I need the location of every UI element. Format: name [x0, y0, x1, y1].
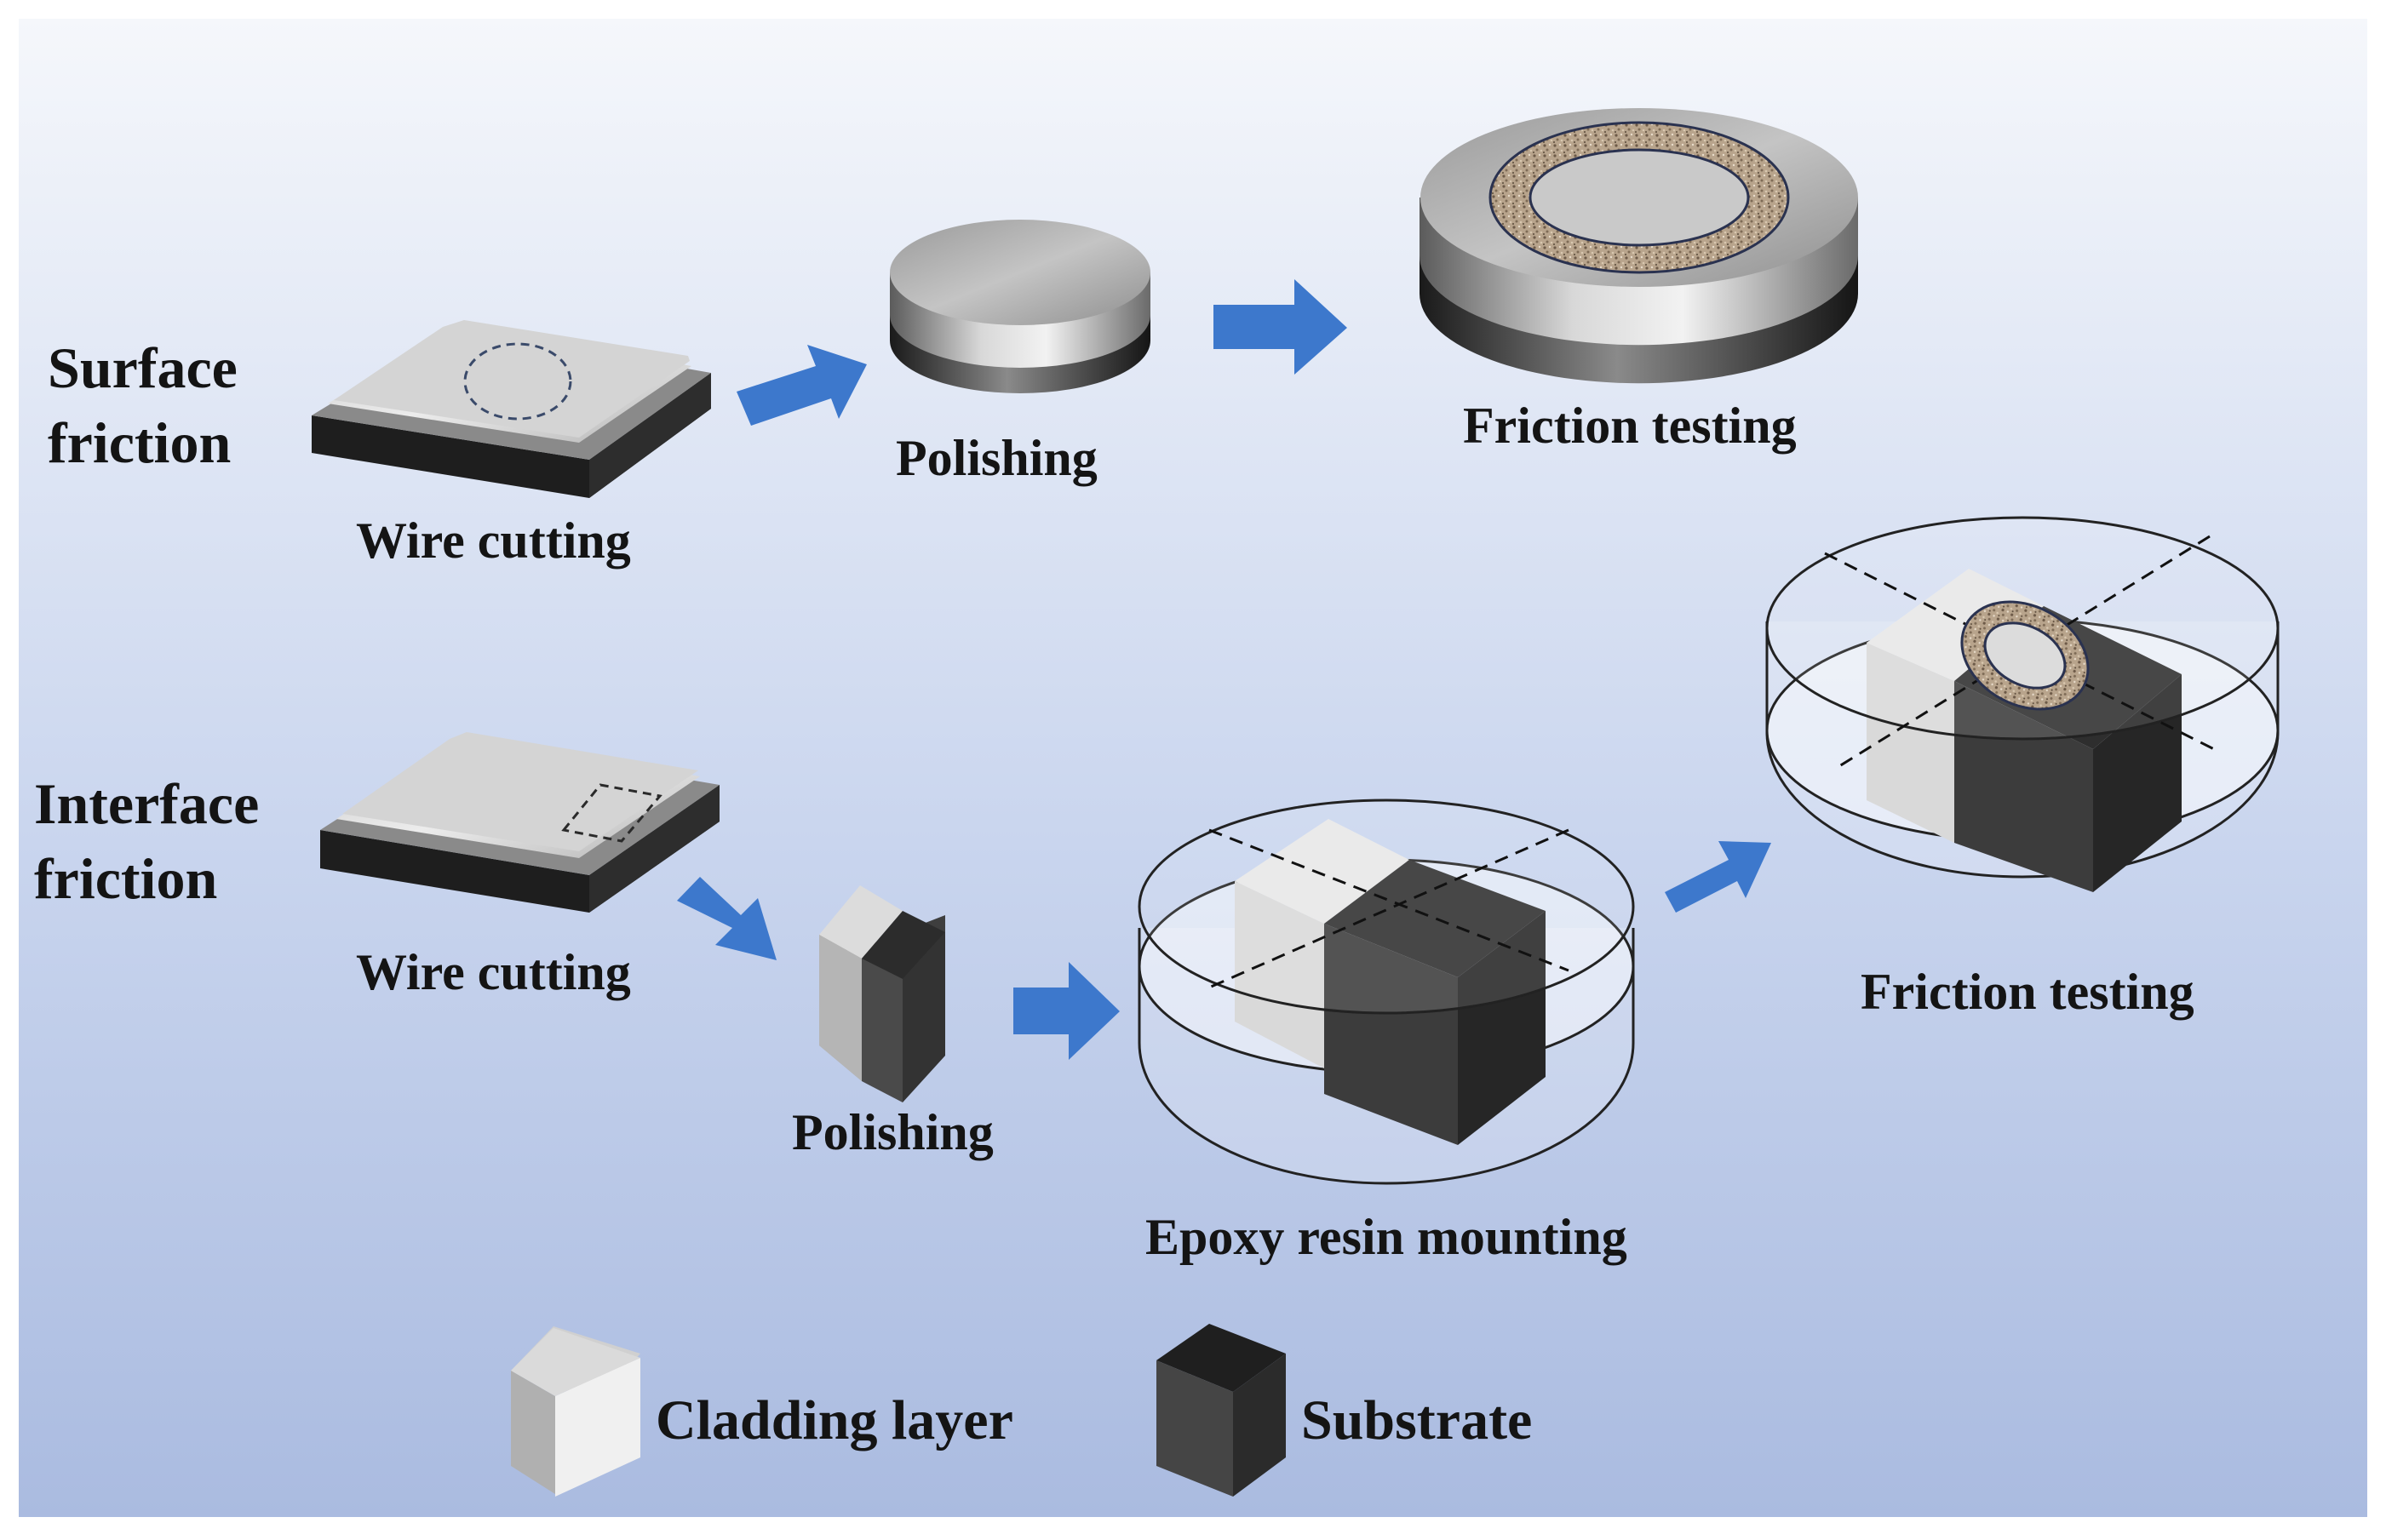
surface-wire-cutting-plate [312, 320, 711, 498]
interface-friction-mount [1765, 516, 2280, 892]
legend-substrate-label: Substrate [1301, 1389, 1532, 1451]
interface-row-label: Interface friction [34, 771, 259, 911]
interface-step-epoxy-mounting: Epoxy resin mounting [1145, 1209, 1627, 1265]
epoxy-mount [1138, 799, 1635, 1185]
interface-polished-cube [819, 885, 945, 1102]
interface-step-wire-cutting: Wire cutting [356, 944, 631, 1000]
legend-cladding-label: Cladding layer [656, 1389, 1013, 1451]
surface-friction-disc [1420, 108, 1858, 384]
interface-label-line2: friction [34, 846, 217, 911]
interface-step-friction-testing: Friction testing [1861, 964, 2194, 1020]
surface-arrow-2 [1213, 279, 1347, 375]
interface-arrow-3 [1665, 841, 1771, 913]
cut-circle-outline [463, 342, 572, 421]
surface-label-line1: Surface [48, 335, 238, 400]
surface-row-label: Surface friction [48, 335, 238, 475]
legend: Cladding layer Substrate [511, 1324, 1532, 1497]
interface-wire-cutting-plate [320, 732, 720, 913]
interface-arrow-1 [677, 877, 777, 960]
surface-step-wire-cutting: Wire cutting [356, 512, 631, 569]
surface-arrow-1 [737, 345, 867, 426]
legend-substrate-swatch [1156, 1324, 1286, 1497]
surface-polished-disc [890, 220, 1150, 393]
legend-cladding-swatch [511, 1326, 640, 1497]
cut-square-outline [561, 783, 662, 843]
surface-step-polishing: Polishing [896, 430, 1098, 486]
interface-label-line1: Interface [34, 771, 259, 836]
surface-step-friction-testing: Friction testing [1463, 398, 1797, 454]
interface-step-polishing: Polishing [792, 1104, 994, 1160]
surface-label-line2: friction [48, 410, 231, 475]
interface-arrow-2 [1013, 962, 1120, 1060]
